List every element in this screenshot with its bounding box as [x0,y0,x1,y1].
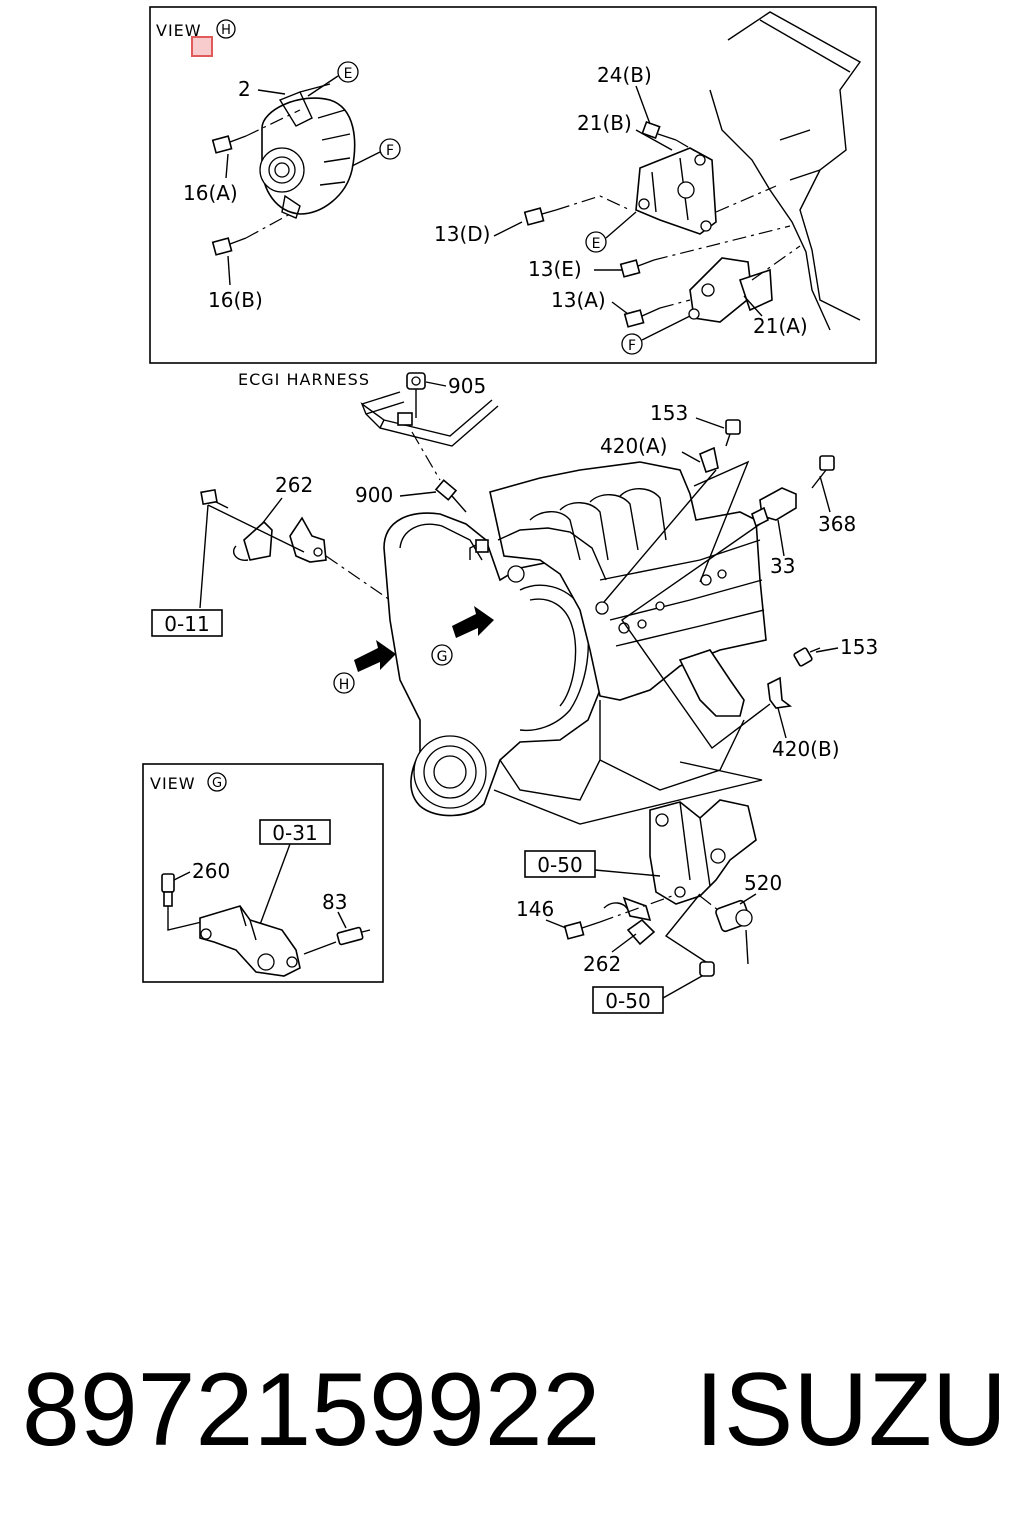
view-g-panel: VIEW G 0-31 260 83 [142,763,384,983]
callout-13d: 13(D) [434,222,490,246]
callout-e-lower: E [592,236,601,252]
callout-13a: 13(A) [551,288,606,312]
view-g-title: VIEW [150,774,196,793]
marker-g: G [437,649,448,665]
nut-lower [699,961,715,977]
callout-16a: 16(A) [183,181,238,205]
marker-h: H [339,677,350,693]
bracket-262-lower [603,896,656,946]
callout-262-upper: 262 [275,473,313,497]
callout-153-lower: 153 [840,635,878,659]
ecgi-harness [360,391,499,447]
callout-900: 900 [355,483,393,507]
ref-box-0-11: 0-11 [164,612,209,636]
selection-marker[interactable] [191,36,213,57]
callout-260: 260 [192,859,230,883]
main-engine-area: ECGI HARNESS 905 900 [151,370,878,825]
bracket-420b [767,676,793,709]
ref-box-0-50-lower: 0-50 [605,989,650,1013]
nut-905 [406,372,426,418]
bolt-13a [623,245,801,328]
engine-block-outline [709,11,862,331]
callout-21b: 21(B) [577,111,632,135]
callout-520: 520 [744,871,782,895]
callout-146: 146 [516,897,554,921]
bolt-16b [211,237,247,256]
bolt-368 [811,455,835,489]
callout-262-lower: 262 [583,952,621,976]
sensor-33 [751,487,797,528]
callout-16b: 16(B) [208,288,263,312]
ref-box-0-31: 0-31 [272,821,317,845]
bolt-13d [523,195,631,226]
bolt-13e [619,225,791,278]
engine-body [383,461,767,825]
callout-33: 33 [770,554,795,578]
bolt-16a [211,135,247,154]
callout-e-upper: E [344,66,353,82]
sensor-83 [303,926,371,955]
part-number: 8972159922 [22,1352,601,1468]
harness-label: ECGI HARNESS [238,370,370,389]
callout-f-lower: F [628,338,636,354]
bolt-146 [563,921,601,940]
bracket-262-upper [200,488,327,563]
ref-box-0-50-upper: 0-50 [537,853,582,877]
callout-153-upper: 153 [650,401,688,425]
callout-24b: 24(B) [597,63,652,87]
view-h-marker: H [221,23,231,38]
bracket-21a [688,257,773,323]
arrow-h [354,640,396,672]
bracket-420a [699,446,719,474]
thermostat-housing [649,799,757,905]
callout-21a: 21(A) [753,314,808,338]
callout-13e: 13(E) [528,257,582,281]
alternator-drawing [259,83,356,219]
stud-900 [411,431,467,513]
callout-368: 368 [818,512,856,536]
callout-83: 83 [322,890,347,914]
callout-420b: 420(B) [772,737,840,761]
view-h-title: VIEW [156,21,202,40]
lower-bracket-group: 0-50 520 146 262 0-50 [516,799,782,1014]
bolt-153-lower [793,647,821,667]
callout-f-upper: F [386,143,394,159]
brand-name: ISUZU [695,1352,1007,1468]
arrow-g [452,606,494,638]
sensor-260 [161,873,175,916]
view-h-panel: VIEW H 2 E [149,6,877,364]
sensor-520 [715,899,753,965]
view-g-marker: G [212,776,222,791]
callout-905: 905 [448,374,486,398]
bolt-153-upper [725,419,741,447]
callout-2: 2 [238,77,251,101]
footer: 8972159922 ISUZU [22,1355,1007,1465]
bolt-24b [641,120,701,155]
callout-420a: 420(A) [600,434,667,458]
housing-view-g [199,905,301,977]
